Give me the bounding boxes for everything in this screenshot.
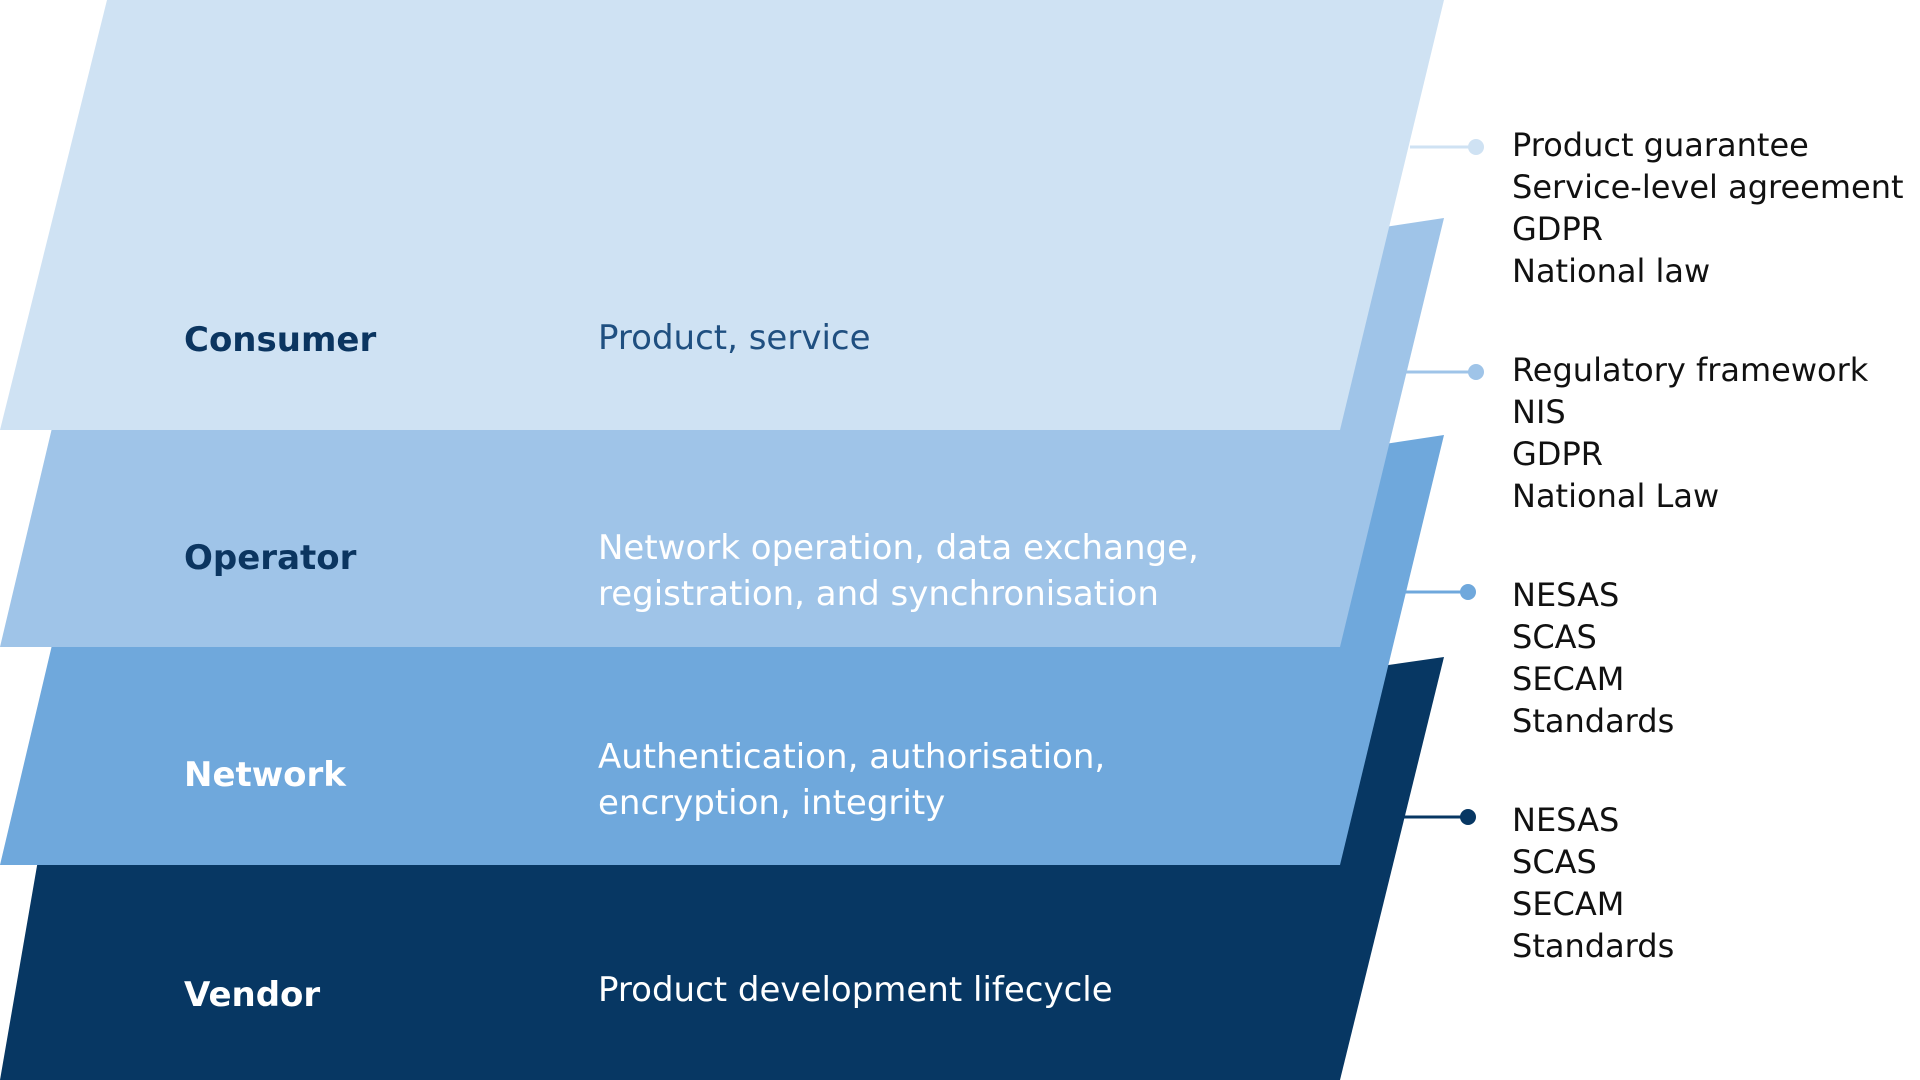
layer-description-consumer: Product, service	[598, 315, 871, 361]
layer-name-operator: Operator	[184, 538, 357, 578]
reference-item: NESAS	[1512, 576, 1620, 614]
reference-item: NIS	[1512, 393, 1566, 431]
reference-item: Product guarantee	[1512, 126, 1809, 164]
layer-description-vendor: Product development lifecycle	[598, 967, 1113, 1013]
connector-dot-operator	[1468, 364, 1484, 380]
reference-item: National Law	[1512, 477, 1720, 515]
reference-item: SECAM	[1512, 660, 1625, 698]
layer-description-line: encryption, integrity	[598, 783, 946, 823]
layer-name-network: Network	[184, 755, 346, 795]
reference-item: GDPR	[1512, 435, 1603, 473]
layer-name-vendor: Vendor	[184, 975, 321, 1015]
reference-list-network: NESAS SCAS SECAM Standards	[1512, 574, 1674, 742]
reference-item: Standards	[1512, 927, 1675, 965]
layer-description-operator: Network operation, data exchange, regist…	[598, 525, 1199, 617]
layer-description-line: Network operation, data exchange,	[598, 528, 1199, 568]
reference-item: National law	[1512, 252, 1711, 290]
reference-item: Service-level agreement	[1512, 168, 1904, 206]
layer-band-consumer	[0, 0, 1444, 430]
reference-list-operator: Regulatory framework NIS GDPR National L…	[1512, 349, 1868, 517]
layer-description-line: Product development lifecycle	[598, 970, 1113, 1010]
reference-item: GDPR	[1512, 210, 1603, 248]
reference-item: NESAS	[1512, 801, 1620, 839]
connector-dot-network	[1460, 584, 1476, 600]
layer-description-network: Authentication, authorisation, encryptio…	[598, 734, 1105, 826]
reference-item: SCAS	[1512, 843, 1597, 881]
layer-description-line: Product, service	[598, 318, 871, 358]
connector-dot-vendor	[1460, 809, 1476, 825]
reference-list-vendor: NESAS SCAS SECAM Standards	[1512, 799, 1674, 967]
reference-list-consumer: Product guarantee Service-level agreemen…	[1512, 124, 1904, 292]
reference-item: SECAM	[1512, 885, 1625, 923]
connector-dot-consumer	[1468, 139, 1484, 155]
layer-description-line: registration, and synchronisation	[598, 574, 1159, 614]
reference-item: Regulatory framework	[1512, 351, 1869, 389]
layer-description-line: Authentication, authorisation,	[598, 737, 1106, 777]
reference-item: SCAS	[1512, 618, 1597, 656]
layer-name-consumer: Consumer	[184, 320, 377, 360]
reference-item: Standards	[1512, 702, 1675, 740]
